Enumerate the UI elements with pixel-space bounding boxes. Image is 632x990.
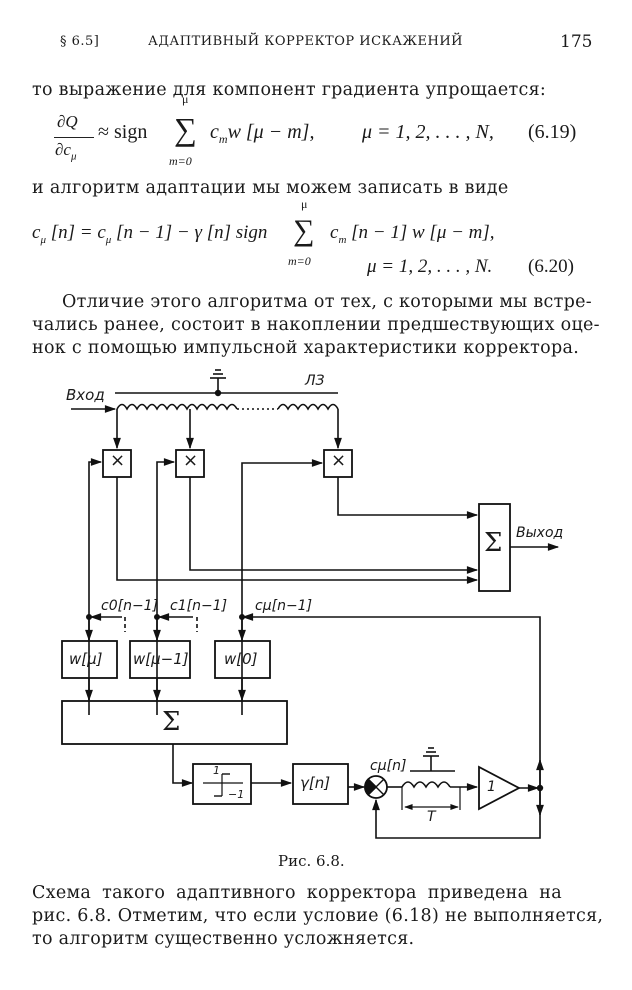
eq19-number: (6.19) bbox=[528, 121, 577, 143]
paragraph-algorithm: и алгоритм адаптации мы можем записать в… bbox=[32, 178, 509, 198]
eq19-range: μ = 1, 2, . . . , N, bbox=[362, 121, 494, 143]
paragraph-line: Схема такого адаптивного корректора прив… bbox=[32, 883, 562, 903]
paragraph-line: чались ранее, состоит в накоплении предш… bbox=[32, 315, 600, 335]
eq19-fraction-bar bbox=[54, 137, 94, 138]
eq20-sum-lower: m=0 bbox=[288, 254, 311, 268]
eq20-number: (6.20) bbox=[528, 256, 574, 277]
sign-block-minus-one: −1 bbox=[228, 788, 245, 801]
running-title: АДАПТИВНЫЙ КОРРЕКТОР ИСКАЖЕНИЙ bbox=[148, 34, 464, 49]
paragraph-line: Отличие этого алгоритма от тех, с которы… bbox=[62, 292, 593, 312]
eq19-numerator: ∂Q bbox=[57, 112, 78, 131]
multiplier-0-symbol: × bbox=[110, 450, 126, 471]
weight-label-0: w[0] bbox=[224, 650, 258, 668]
eq20-sum-symbol: ∑ bbox=[293, 214, 315, 247]
gradient-summer bbox=[61, 700, 288, 745]
eq19-denominator: ∂cμ bbox=[55, 140, 77, 163]
output-label: Выход bbox=[516, 525, 564, 541]
eq19-sum-lower: m=0 bbox=[169, 154, 192, 168]
eq20-lhs: cμ [n] = cμ [n − 1] − γ [n] sign bbox=[32, 222, 268, 246]
delay-line-label: ЛЗ bbox=[305, 373, 325, 389]
output-summer-symbol: Σ bbox=[484, 528, 503, 558]
gamma-block-label: γ[n] bbox=[300, 774, 331, 792]
input-label: Вход bbox=[66, 386, 105, 404]
section-number: § 6.5] bbox=[60, 34, 100, 49]
gradient-summer-symbol: Σ bbox=[162, 707, 181, 737]
eq20-range: μ = 1, 2, . . . , N. bbox=[367, 256, 493, 277]
coef-label-0: c0[n−1] bbox=[101, 598, 159, 614]
multiplier-1-symbol: × bbox=[183, 450, 199, 471]
weight-label-mu: w[μ] bbox=[69, 650, 103, 668]
eq19-sum-upper: μ bbox=[182, 92, 189, 106]
paragraph-line: то алгоритм существенно усложняется. bbox=[32, 929, 415, 949]
paragraph-line: нок с помощью импульсной характеристики … bbox=[32, 338, 580, 358]
amplifier-gain-label: 1 bbox=[487, 779, 496, 795]
paragraph-intro: то выражение для компонент градиента упр… bbox=[32, 80, 547, 100]
sign-block-plus-one: 1 bbox=[213, 764, 220, 777]
eq20-sum-body: cm [n − 1] w [μ − m], bbox=[330, 222, 495, 246]
sign-block bbox=[192, 763, 252, 805]
multiplier-mu-symbol: × bbox=[331, 450, 347, 471]
gamma-block bbox=[292, 763, 349, 805]
paragraph-line: рис. 6.8. Отметим, что если условие (6.1… bbox=[32, 906, 604, 926]
weight-block-mu-minus-1 bbox=[129, 640, 191, 679]
eq19-sum-symbol: ∑ bbox=[174, 111, 197, 147]
delay-line-coils bbox=[116, 403, 238, 411]
delay-t-label: T bbox=[427, 809, 436, 825]
coef-label-1: c1[n−1] bbox=[170, 598, 228, 614]
figure-caption: Рис. 6.8. bbox=[278, 852, 345, 870]
weight-label-mu-minus-1: w[μ−1] bbox=[133, 650, 189, 668]
accumulator-label: cμ[n] bbox=[370, 758, 407, 774]
amplifier bbox=[478, 765, 521, 811]
page-number: 175 bbox=[560, 32, 593, 52]
eq19-sum-body: cmw [μ − m], bbox=[210, 121, 315, 146]
eq20-sum-upper: μ bbox=[301, 197, 308, 211]
coef-label-mu: cμ[n−1] bbox=[255, 598, 313, 614]
eq19-approx-sign: ≈ sign bbox=[98, 121, 148, 143]
